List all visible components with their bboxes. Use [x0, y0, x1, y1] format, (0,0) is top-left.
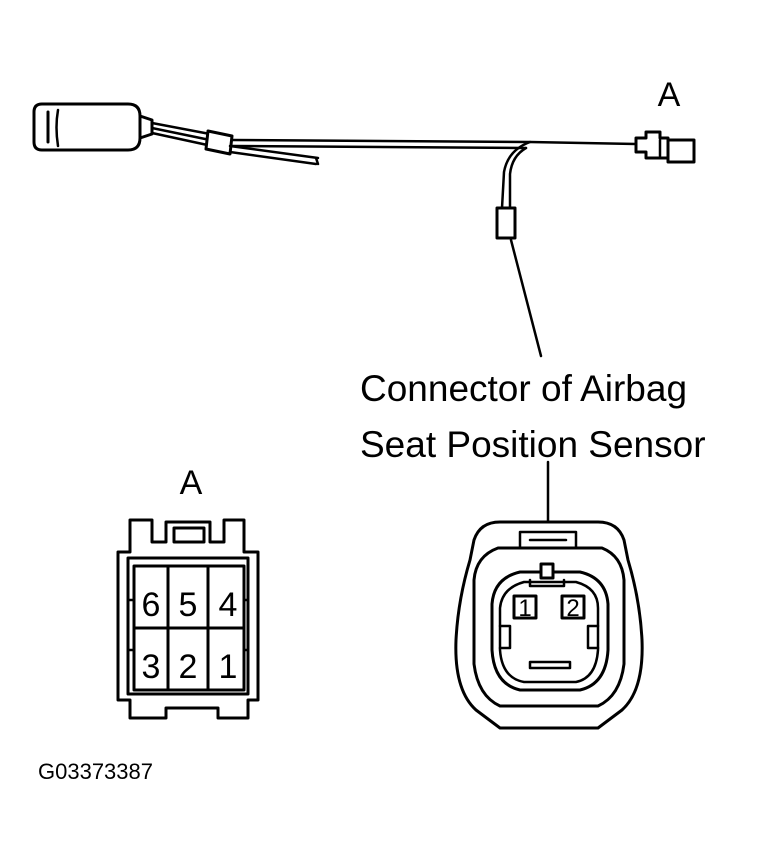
connector-a-label-bottom: A: [180, 464, 203, 502]
wire-sleeve: [204, 129, 234, 156]
pin-3: 3: [142, 648, 161, 686]
pin-5: 5: [179, 586, 198, 624]
pin-2: 2: [179, 648, 198, 686]
pin-1: 1: [219, 648, 238, 686]
callout-text-line2: Seat Position Sensor: [360, 424, 706, 465]
figure-id: G03373387: [38, 759, 153, 784]
callout-leader-line: [509, 238, 543, 358]
wire-harness: [32, 102, 696, 358]
sensor-pin-2: 2: [566, 595, 579, 622]
connector-a-plug: [634, 130, 696, 164]
connector-a-face: [116, 518, 260, 720]
sensor-pin-1: 1: [518, 595, 531, 622]
sensor-connector-plug: [495, 206, 517, 240]
connector-a-pin-numbers: 6 5 4 3 2 1: [142, 586, 238, 686]
pin-6: 6: [142, 586, 161, 624]
sensor-connector-face: [454, 520, 644, 730]
callout-text-line1: Connector of Airbag: [360, 368, 687, 409]
connector-a-label-top: A: [658, 76, 681, 114]
pin-4: 4: [219, 586, 238, 624]
buckle-connector: [32, 102, 154, 152]
